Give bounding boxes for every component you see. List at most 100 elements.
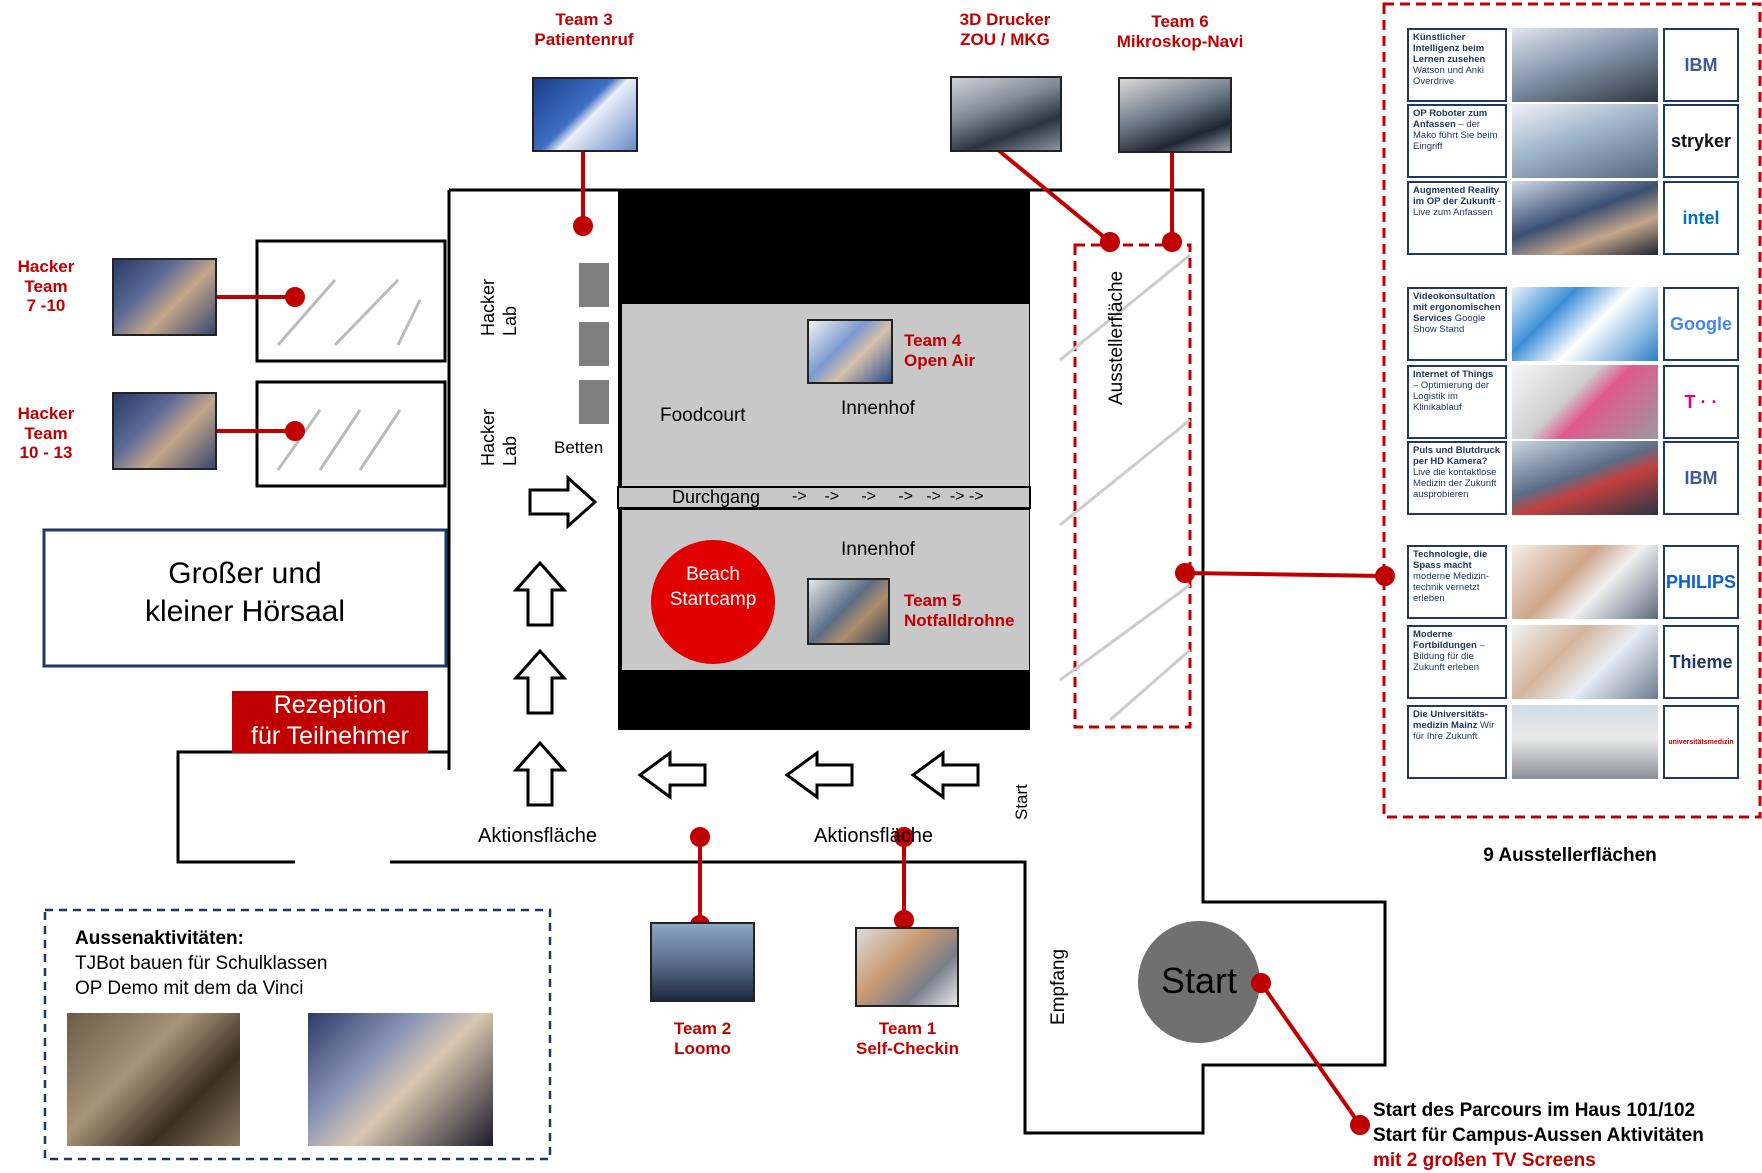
start-note-line3: mit 2 großen TV Screens <box>1373 1150 1596 1171</box>
exhibitor-photo <box>1512 28 1658 102</box>
start-note-line2: Start für Campus-Aussen Aktivitäten <box>1373 1125 1704 1146</box>
beach-startcamp-circle <box>651 540 775 664</box>
label-betten: Betten <box>554 438 604 457</box>
exhibitor-photo <box>1512 625 1658 699</box>
exhibitor-photo <box>1512 104 1658 178</box>
label-hacker-lab-2: Hacker Lab <box>478 408 520 466</box>
aussen-line2: OP Demo mit dem da Vinci <box>75 978 304 999</box>
aussen-frame <box>43 908 552 1161</box>
hacker-room-1 <box>255 239 447 363</box>
photo-hacker2 <box>112 392 217 470</box>
exhibitor-text: moderne Medizin-technik vernetzt erleben <box>1413 570 1490 604</box>
exhibitor-photo <box>1512 705 1658 779</box>
exhibitor-title: Moderne Fortbildungen <box>1413 629 1477 651</box>
exhibitor-text: – der Mako führt Sie beim Eingriff <box>1413 118 1498 152</box>
exhibitor-description: Moderne Fortbildungen – Bildung für die … <box>1407 625 1507 699</box>
label-rezeption: Rezeption für Teilnehmer <box>251 691 409 751</box>
exhibitors-caption: 9 Ausstellerflächen <box>1483 845 1657 866</box>
exhibitor-photo <box>1512 181 1658 255</box>
label-team3: Team 3 Patientenruf <box>534 10 634 49</box>
exhibitor-description: Künstlicher Intelligenz beim Lernen zuse… <box>1407 28 1507 102</box>
ausstellerflaeche-area <box>1073 243 1192 729</box>
exhibitor-logo: Thieme <box>1663 625 1739 699</box>
photo-team2 <box>650 922 755 1002</box>
start-note-line1: Start des Parcours im Haus 101/102 <box>1373 1100 1696 1121</box>
label-team4: Team 4 Open Air <box>904 331 976 370</box>
aussteller-hatching <box>1059 253 1191 722</box>
label-hacker1: Hacker Team 7 -10 <box>17 257 75 316</box>
exhibitor-title: Internet of Things <box>1413 369 1494 380</box>
exhibitor-description: Internet of Things – Optimierung der Log… <box>1407 365 1507 439</box>
exhibitor-logo: universitätsmedizin <box>1663 705 1739 779</box>
exhibitors-frame <box>1382 2 1762 819</box>
photo-team6 <box>1118 77 1232 153</box>
hoersaal-room <box>42 528 448 668</box>
exhibitor-text: – Optimierung der Logistik im Klinikabla… <box>1413 379 1490 413</box>
flow-arrows <box>512 474 980 807</box>
exhibitor-title: Die Universitäts-medizin Mainz <box>1413 709 1488 731</box>
exhibitor-title: Videokonsultation mit ergonomischen Serv… <box>1413 291 1501 324</box>
bed-1 <box>579 263 609 307</box>
exhibitor-text: – Bildung für die Zukunft erleben <box>1413 639 1485 673</box>
label-hacker-lab-1: Hacker Lab <box>478 278 520 336</box>
exhibitor-description: Augmented Reality im OP der Zukunft - Li… <box>1407 181 1507 255</box>
aussen-title: Aussenaktivitäten: <box>75 928 244 949</box>
photo-team3 <box>532 77 638 152</box>
label-empfang: Empfang <box>1048 948 1069 1025</box>
label-start-big: Start <box>1160 960 1238 1001</box>
label-foodcourt: Foodcourt <box>660 405 746 426</box>
photo-team1 <box>855 927 959 1007</box>
exhibitor-text: Wir für Ihre Zukunft <box>1413 719 1495 742</box>
label-team5: Team 5 Notfalldrohne <box>904 591 1015 630</box>
exhibitor-photo <box>1512 365 1658 439</box>
durchgang-corridor <box>617 486 1031 509</box>
photo-drucker <box>950 76 1062 152</box>
connector-lines <box>215 143 1395 1135</box>
label-team6: Team 6 Mikroskop-Navi <box>1116 12 1244 51</box>
exhibitor-text: Google Show Stand <box>1413 312 1486 335</box>
label-innenhof-south: Innenhof <box>841 539 915 560</box>
hacker-room-hatching <box>276 278 422 471</box>
label-start-small: Start <box>1012 784 1031 820</box>
exhibitor-logo: Google <box>1663 287 1739 361</box>
exhibitor-logo: T · · <box>1663 365 1739 439</box>
photo-team5 <box>807 578 890 645</box>
exhibitor-title: Puls und Blutdruck per HD Kamera? <box>1413 445 1501 467</box>
exhibitor-logo: stryker <box>1663 104 1739 178</box>
photo-hacker1 <box>112 258 217 336</box>
building-wall <box>390 188 1387 1135</box>
label-team1: Team 1 Self-Checkin <box>856 1019 959 1058</box>
exhibitor-photo <box>1512 287 1658 361</box>
exhibitor-title: Augmented Reality im OP der Zukunft <box>1413 185 1500 207</box>
exhibitor-logo: intel <box>1663 181 1739 255</box>
photo-davinci <box>308 1013 493 1146</box>
exhibitor-description: Technologie, die Spass macht moderne Med… <box>1407 545 1507 619</box>
label-durchgang: Durchgang <box>672 487 761 507</box>
aussen-line1: TJBot bauen für Schulklassen <box>75 953 328 974</box>
photo-team4 <box>807 319 893 384</box>
exhibitor-text: Watson und Anki Overdrive <box>1413 64 1484 87</box>
exhibitor-title: Technologie, die Spass macht <box>1413 549 1488 571</box>
label-durchgang-arrows: -> -> -> -> -> -> -> <box>792 488 984 505</box>
label-beach-startcamp: Beach Startcamp <box>669 564 757 610</box>
exhibitor-text: - Live zum Anfassen <box>1413 195 1501 218</box>
label-ausstellerflaeche: Ausstellerfläche <box>1106 270 1127 405</box>
start-circle <box>1138 921 1260 1043</box>
exhibitor-text: Live die kontaktlose Medizin der Zukunft… <box>1413 466 1497 500</box>
exhibitor-description: Puls und Blutdruck per HD Kamera? Live d… <box>1407 441 1507 515</box>
exhibitor-photo <box>1512 545 1658 619</box>
exhibitor-description: Die Universitäts-medizin Mainz Wir für I… <box>1407 705 1507 779</box>
exhibitor-title: OP Roboter zum Anfassen <box>1413 108 1488 130</box>
exhibitor-title: Künstlicher Intelligenz beim Lernen zuse… <box>1413 32 1486 65</box>
exhibitor-logo: IBM <box>1663 441 1739 515</box>
exhibitor-logo: IBM <box>1663 28 1739 102</box>
building-wall-southwest <box>176 750 449 864</box>
label-aktionsflaeche-2: Aktionsfläche <box>814 825 933 847</box>
photo-tjbot <box>67 1013 240 1146</box>
label-hacker2: Hacker Team 10 - 13 <box>17 404 75 463</box>
bed-2 <box>579 322 609 366</box>
label-aktionsflaeche-1: Aktionsfläche <box>478 825 597 847</box>
label-team2: Team 2 Loomo <box>673 1019 732 1058</box>
label-drucker: 3D Drucker ZOU / MKG <box>959 10 1051 49</box>
hacker-room-2 <box>255 380 447 488</box>
